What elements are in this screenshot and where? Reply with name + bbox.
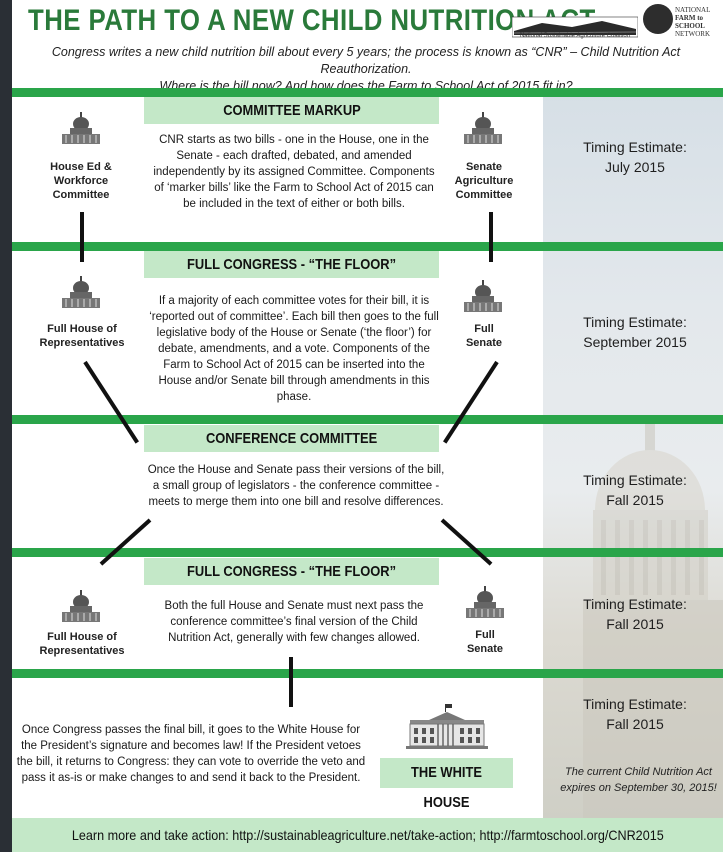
- nfsn-logo: [643, 4, 673, 34]
- timing-value: July 2015: [605, 159, 665, 175]
- capitol-icon: [62, 276, 100, 308]
- capitol-icon: [466, 586, 504, 618]
- full-senate-label: Full Senate: [466, 629, 504, 655]
- divider-band: [12, 88, 723, 97]
- nfsn-logo-text: NATIONAL FARM to SCHOOL NETWORK: [675, 6, 723, 38]
- capitol-icon: [62, 112, 100, 144]
- nfsn-line-1: NATIONAL: [675, 6, 711, 14]
- timing-estimate-conference: Timing Estimate: Fall 2015: [555, 470, 715, 510]
- section-text-floor-2: Both the full House and Senate must next…: [164, 600, 424, 644]
- expiration-note: The current Child Nutrition Act expires …: [560, 766, 717, 794]
- timing-value: Fall 2015: [606, 716, 664, 732]
- flow-connector: [289, 657, 293, 707]
- flow-connector: [443, 360, 499, 444]
- subtitle-line-1: Congress writes a new child nutrition bi…: [51, 45, 681, 76]
- timing-value: September 2015: [583, 334, 687, 350]
- timing-label: Timing Estimate:: [583, 596, 687, 612]
- nfsn-line-2: FARM to SCHOOL: [675, 14, 705, 30]
- house-committee-label: House Ed & Workforce Committee: [50, 161, 112, 201]
- left-edge-bar: [0, 0, 12, 852]
- section-text-white-house: Once Congress passes the final bill, it …: [16, 724, 366, 784]
- section-text-conference: Once the House and Senate pass their ver…: [147, 464, 445, 508]
- section-text-floor-1: If a majority of each committee votes fo…: [149, 295, 439, 403]
- divider-band: [12, 548, 723, 557]
- capitol-icon: [62, 590, 100, 622]
- timing-label: Timing Estimate:: [583, 139, 687, 155]
- flow-connector: [80, 212, 84, 262]
- timing-estimate-floor-1: Timing Estimate: September 2015: [555, 312, 715, 352]
- section-heading-floor-2: FULL CONGRESS - “THE FLOOR”: [144, 558, 439, 585]
- capitol-icon: [464, 280, 502, 312]
- footer-links-text: Learn more and take action: http://susta…: [71, 827, 664, 843]
- divider-band: [12, 242, 723, 251]
- timing-estimate-markup: Timing Estimate: July 2015: [555, 137, 715, 177]
- section-heading-committee-markup: COMMITTEE MARKUP: [144, 97, 439, 124]
- timing-value: Fall 2015: [606, 616, 664, 632]
- section-heading-conference: CONFERENCE COMMITTEE: [144, 425, 439, 452]
- nsac-logo: [512, 16, 638, 38]
- timing-estimate-floor-2: Timing Estimate: Fall 2015: [555, 594, 715, 634]
- full-senate-label: Full Senate: [465, 323, 503, 349]
- timing-label: Timing Estimate:: [583, 314, 687, 330]
- flow-connector: [440, 518, 493, 566]
- divider-band: [12, 669, 723, 678]
- timing-value: Fall 2015: [606, 492, 664, 508]
- section-heading-floor-1: FULL CONGRESS - “THE FLOOR”: [144, 251, 439, 278]
- flow-connector: [83, 360, 139, 444]
- white-house-icon: [406, 704, 488, 749]
- full-house-label: Full House of Representatives: [39, 631, 125, 657]
- timing-label: Timing Estimate:: [583, 696, 687, 712]
- section-text-committee-markup: CNR starts as two bills - one in the Hou…: [153, 134, 435, 210]
- timing-estimate-white-house: Timing Estimate: Fall 2015: [555, 694, 715, 734]
- nsac-logo-text: National Sustainable Agriculture Coaliti…: [519, 33, 631, 39]
- capitol-icon: [464, 112, 502, 144]
- footer-banner: Learn more and take action: http://susta…: [12, 818, 723, 852]
- page-title: THE PATH TO A NEW CHILD NUTRITION ACT: [28, 4, 596, 37]
- timing-label: Timing Estimate:: [583, 472, 687, 488]
- full-house-label: Full House of Representatives: [39, 323, 125, 349]
- divider-band: [12, 415, 723, 424]
- senate-committee-label: Senate Agriculture Committee: [454, 161, 514, 201]
- nfsn-line-3: NETWORK: [675, 30, 710, 38]
- section-heading-white-house: THE WHITE HOUSE: [380, 758, 513, 811]
- flow-connector: [489, 212, 493, 262]
